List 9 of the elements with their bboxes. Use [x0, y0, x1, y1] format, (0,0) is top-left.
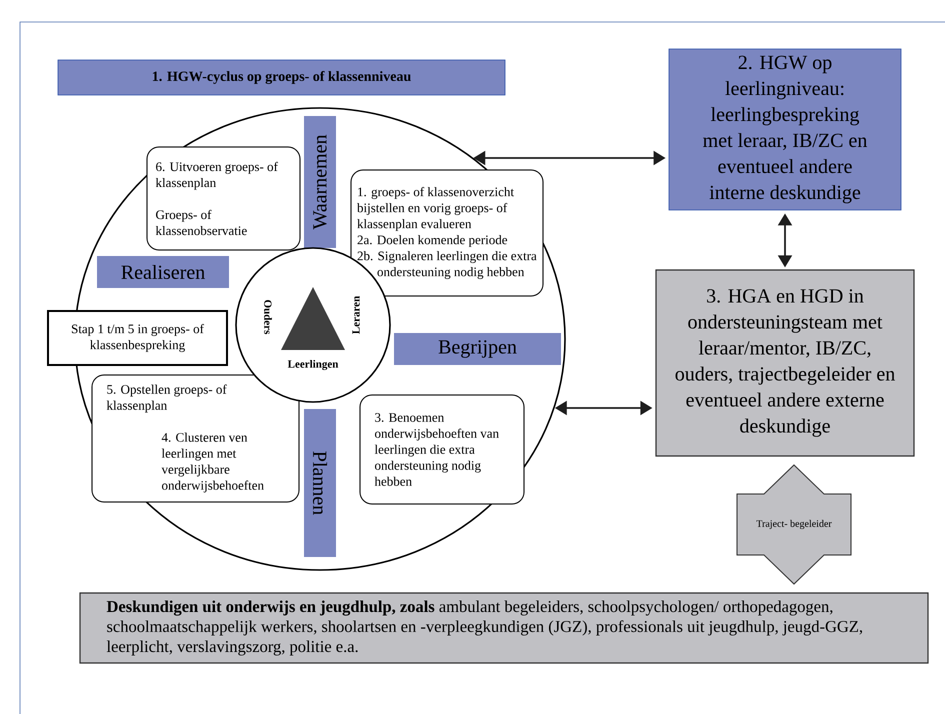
note-box: Stap 1 t/m 5 in groeps- of klassenbespreking: [47, 310, 228, 366]
level-box: 3. HGA en HGD in ondersteuningsteam met leraar/mentor, IB/ZC, ouders, trajectbegeleider en eventueel andere externe deskundige: [655, 269, 915, 457]
phase-bar: Realiseren: [97, 256, 229, 288]
phase-bar: Plannen: [304, 409, 336, 557]
title-box: 1. HGW-cyclus op groeps- of klassenniveau: [58, 60, 506, 96]
phase-bar: Begrijpen: [394, 333, 561, 365]
experts-box: Deskundigen uit onderwijs en jeugdhulp, zoals ambulant begeleiders, schoolpsychologen/ orthopedagogen, schoolmaatschappelijk werkers, shoolartsen en -verpleegkundigen (JGZ), professionals uit jeugdhulp, jeugd-GGZ, leerplicht, verslavingszorg, politie e.a.: [79, 592, 929, 664]
level-box: 2. HGW op leerlingniveau: leerlingbespreking met leraar, IB/ZC en eventueel andere interne deskundige: [668, 48, 902, 210]
phase-bar: Waarnemen: [304, 116, 336, 248]
